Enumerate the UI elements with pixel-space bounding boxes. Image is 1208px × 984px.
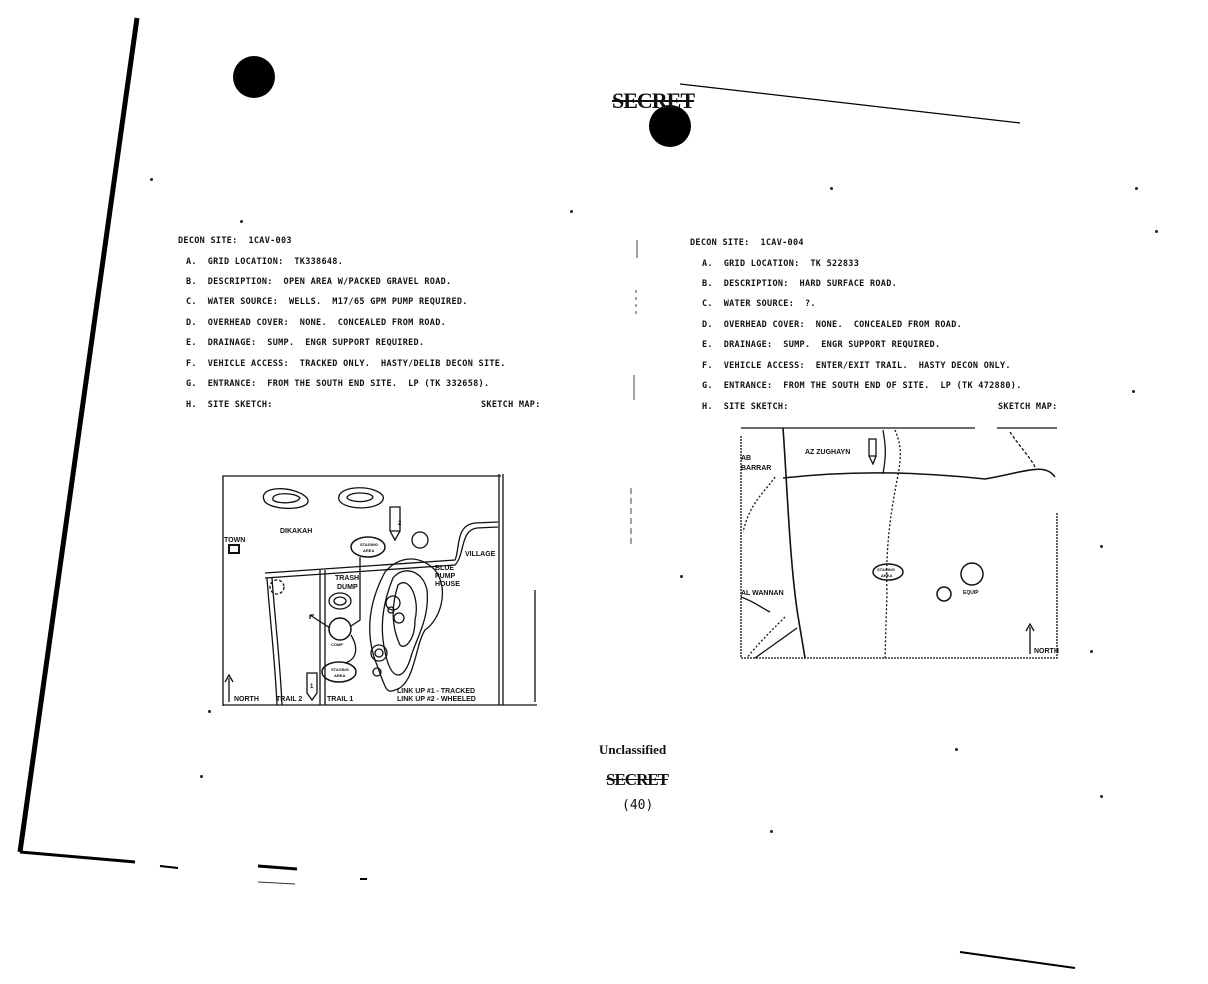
scan-speck (150, 178, 153, 181)
drainage: DRAINAGE: SUMP. ENGR SUPPORT REQUIRED. (723, 340, 941, 350)
item-letter: C. (186, 297, 197, 307)
item-letter: D. (702, 320, 713, 330)
description: DESCRIPTION: HARD SURFACE ROAD. (723, 279, 898, 289)
water-source: WATER SOURCE: WELLS. M17/65 GPM PUMP REQ… (207, 297, 468, 307)
vehicle-access: VEHICLE ACCESS: ENTER/EXIT TRAIL. HASTY … (723, 361, 1011, 371)
scan-speck (1135, 187, 1138, 190)
grid-location: GRID LOCATION: TK338648. (207, 257, 344, 267)
item-letter: G. (186, 379, 197, 389)
label-house: HOUSE (435, 581, 460, 588)
item-letter: E. (702, 340, 713, 350)
item-letter: D. (186, 318, 197, 328)
label-al-wannan: AL WANNAN (741, 590, 784, 597)
item-letter: B. (702, 279, 713, 289)
scan-speck (770, 830, 773, 833)
label-staging-1b: STAGING (331, 667, 349, 672)
overhead-cover: OVERHEAD COVER: NONE. CONCEALED FROM ROA… (207, 318, 447, 328)
page-number: (40) (622, 798, 654, 813)
scan-speck (1132, 390, 1135, 393)
site-sketch-label: SITE SKETCH: (723, 402, 789, 412)
site-title-value: 1CAV-004 (760, 238, 804, 248)
item-letter: F. (702, 361, 713, 371)
label-equip: EQUIP (963, 590, 979, 596)
site-sketch-label: SITE SKETCH: (207, 400, 273, 410)
scan-speck (240, 220, 243, 223)
label-trash-1: TRASH (335, 575, 359, 582)
scan-speck (570, 210, 573, 213)
road (264, 521, 499, 574)
label-staging-1: STAGING (877, 567, 895, 572)
sketch-map-label: SKETCH MAP: (998, 402, 1058, 412)
classification-top: SECRET (612, 88, 695, 113)
label-staging-1: STAGING (360, 542, 378, 547)
label-az-zughayn: AZ ZUGHAYN (805, 449, 850, 456)
label-staging-2b: AREA (334, 673, 345, 678)
scan-speck (680, 575, 683, 578)
label-staging-2: AREA (363, 548, 374, 553)
description: DESCRIPTION: OPEN AREA W/PACKED GRAVEL R… (207, 277, 452, 287)
site-sketch-map-1cav-004: AZ ZUGHAYN AB BARRAR AL WANNAN STAGING A… (740, 427, 1059, 659)
item-letter: H. (186, 400, 197, 410)
unclassified-marking: Unclassified (599, 742, 667, 757)
label-comp: COMP (331, 642, 343, 647)
label-ab: AB (741, 455, 751, 462)
site-title-label: DECON SITE: (178, 236, 238, 246)
classification-bottom: SECRET (606, 770, 669, 789)
label-staging-2: AREA (881, 573, 892, 578)
item-letter: F. (186, 359, 197, 369)
scan-speck (208, 710, 211, 713)
map-border (222, 475, 501, 706)
label-trail-1: TRAIL 1 (327, 696, 353, 703)
label-town: TOWN (224, 537, 245, 544)
label-north: NORTH (234, 696, 259, 703)
scan-speck (1090, 650, 1093, 653)
water-source: WATER SOURCE: ?. (723, 299, 816, 309)
label-north: NORTH (1034, 648, 1059, 655)
scan-speck (1100, 795, 1103, 798)
label-dikakah: DIKAKAH (280, 528, 312, 535)
entrance: ENTRANCE: FROM THE SOUTH END OF SITE. LP… (723, 381, 1022, 391)
scan-speck (200, 775, 203, 778)
site-sketch-map-1cav-003: DIKAKAH TOWN TRASH DUMP BLUE PUMP HOUSE … (222, 474, 537, 706)
entrance: ENTRANCE: FROM THE SOUTH END SITE. LP (T… (207, 379, 490, 389)
label-blue: BLUE (435, 565, 454, 572)
label-link-up-2: LINK UP #2 - WHEELED (397, 696, 476, 703)
punch-hole (233, 56, 275, 98)
label-pump: PUMP (435, 573, 456, 580)
scan-speck (955, 748, 958, 751)
item-letter: G. (702, 381, 713, 391)
label-trash-2: DUMP (337, 584, 358, 591)
overhead-cover: OVERHEAD COVER: NONE. CONCEALED FROM ROA… (723, 320, 963, 330)
punch-hole (649, 105, 691, 147)
item-letter: E. (186, 338, 197, 348)
drainage: DRAINAGE: SUMP. ENGR SUPPORT REQUIRED. (207, 338, 425, 348)
vehicle-access: VEHICLE ACCESS: TRACKED ONLY. HASTY/DELI… (207, 359, 506, 369)
item-letter: C. (702, 299, 713, 309)
grid-location: GRID LOCATION: TK 522833 (723, 259, 860, 269)
item-letter: A. (186, 257, 197, 267)
label-village: VILLAGE (465, 551, 496, 558)
site-title-value: 1CAV-003 (248, 236, 292, 246)
item-letter: H. (702, 402, 713, 412)
label-link-up-1: LINK UP #1 - TRACKED (397, 688, 475, 695)
scan-speck (830, 187, 833, 190)
marker-1: 1 (310, 684, 314, 690)
item-letter: B. (186, 277, 197, 287)
scan-speck (1155, 230, 1158, 233)
scan-speck (1100, 545, 1103, 548)
sketch-map-label: SKETCH MAP: (481, 400, 541, 410)
site-title-label: DECON SITE: (690, 238, 750, 248)
item-letter: A. (702, 259, 713, 269)
marker-2: 2 (398, 521, 402, 527)
label-barrar: BARRAR (741, 465, 771, 472)
label-trail-2: TRAIL 2 (276, 696, 302, 703)
